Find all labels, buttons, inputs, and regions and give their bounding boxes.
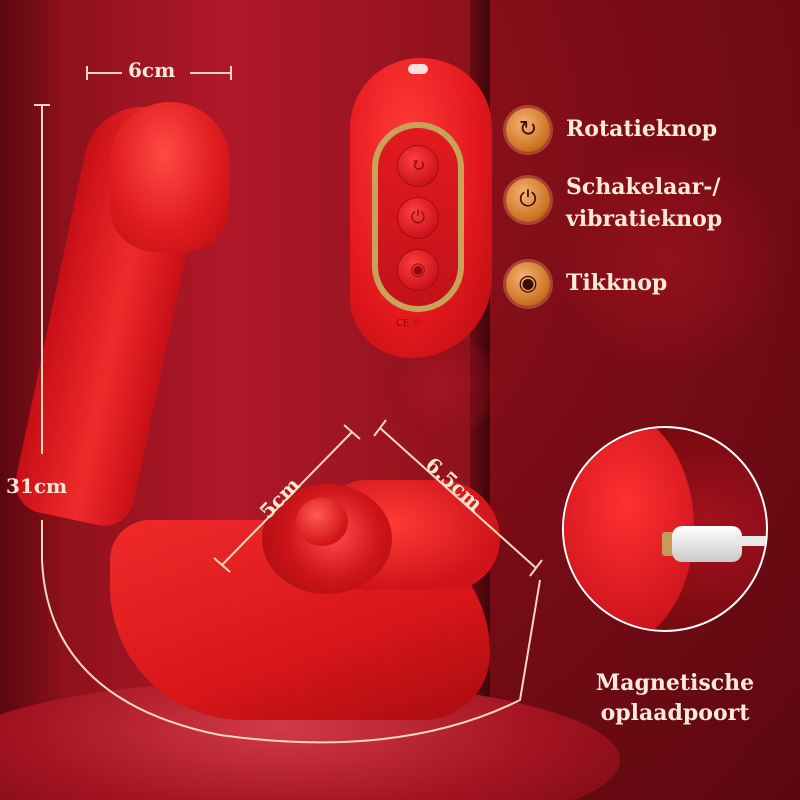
rose-decoration	[560, 150, 780, 370]
feature-tap: ◉ Tikknop	[506, 262, 746, 306]
feature-power-label-line1: Schakelaar-/	[566, 174, 721, 200]
charging-port-label: Magnetische oplaadpoort	[570, 668, 780, 728]
gap-dimension-line	[221, 431, 353, 566]
remote-tap-button[interactable]: ◉	[398, 250, 438, 290]
certification-marks: CE ♲	[396, 318, 422, 329]
magnetic-pins	[662, 532, 674, 556]
feature-power-vibration: ⏻ Schakelaar-/ vibratieknop	[506, 174, 746, 242]
dimension-line	[190, 72, 230, 74]
remote-rotation-button[interactable]: ↻	[398, 146, 438, 186]
tapping-ball	[296, 498, 348, 546]
charging-port-inset	[562, 426, 768, 632]
charging-label-line2: oplaadpoort	[600, 700, 750, 726]
remote-power-button[interactable]: ⏻	[398, 198, 438, 238]
head-dimension-line	[379, 427, 537, 569]
length-curve	[41, 520, 541, 744]
dimension-line	[41, 104, 43, 454]
width-dimension-label: 6cm	[128, 58, 176, 82]
feature-rotation-label: Rotatieknop	[566, 116, 718, 142]
feature-rotation: ↻ Rotatieknop	[506, 108, 746, 152]
charging-cable	[734, 536, 766, 546]
product-tip	[110, 102, 230, 252]
product-closeup	[564, 428, 694, 630]
head-dimension-ticks	[373, 419, 543, 577]
rotation-icon: ↻	[506, 108, 550, 152]
charging-label-line1: Magnetische	[595, 670, 755, 696]
power-vibration-icon: ⏻	[506, 178, 550, 222]
feature-power-label-line2: vibratieknop	[566, 206, 723, 232]
feature-tap-label: Tikknop	[566, 270, 668, 296]
gap-dimension-ticks	[213, 424, 361, 573]
dimension-line	[86, 72, 122, 74]
length-dimension-label: 31cm	[6, 474, 68, 498]
tap-icon: ◉	[506, 262, 550, 306]
charging-plug	[672, 526, 742, 562]
dimension-tick	[230, 66, 232, 80]
remote-indicator-light	[408, 64, 428, 74]
